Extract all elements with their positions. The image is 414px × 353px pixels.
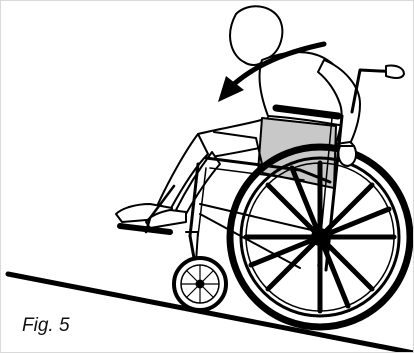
- hand-on-rim: [338, 146, 356, 166]
- wheel-hub: [312, 229, 328, 245]
- rear-wheel: [230, 147, 410, 327]
- figure-caption: Fig. 5: [22, 316, 70, 335]
- caster-wheel: [174, 258, 226, 310]
